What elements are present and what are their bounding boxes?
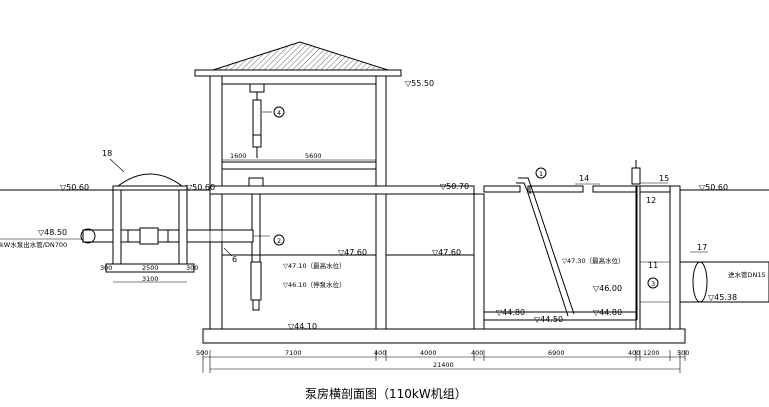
dim-upper-left: 1600 — [230, 152, 247, 160]
pump-column — [232, 177, 270, 311]
elev-inlet-mid: ▽46.00 — [593, 284, 622, 293]
pump-house-superstructure — [209, 75, 475, 195]
bottom-dimensions: 500 7100 400 4000 400 6900 400 1200 500 … — [196, 349, 689, 373]
dim-400a: 400 — [374, 349, 386, 357]
dim-4000: 4000 — [420, 349, 437, 357]
elev-roof-top: ▽55.50 — [405, 79, 434, 88]
callout-11: 11 — [648, 261, 658, 270]
dim-6900: 6900 — [548, 349, 565, 357]
pipe-labels: kW水泵出水管/DN700 进水管DN15 — [0, 238, 766, 279]
elev-wet-well-top: ▽47.60 — [338, 248, 367, 257]
callout-circle-4: 4 — [277, 109, 281, 117]
dim-7100: 7100 — [285, 349, 302, 357]
elev-slab: ▽50.70 — [440, 182, 469, 191]
elev-high-water: ▽47.10（最高水位） — [283, 261, 346, 270]
callout-18: 18 — [102, 149, 112, 158]
elev-bottom-a: ▽44.80 — [496, 308, 525, 317]
callout-6: 6 — [232, 255, 237, 264]
hoist-crane — [249, 83, 272, 158]
elev-ground-mid: ▽50.60 — [186, 183, 215, 192]
callouts: 18 6 14 15 12 17 11 1 2 3 4 — [102, 106, 708, 289]
inclined-screen — [516, 177, 575, 317]
dim-total: 21400 — [433, 361, 454, 369]
elev-floor-left: ▽44.10 — [288, 322, 317, 331]
dim-upper-right: 5600 — [305, 152, 322, 160]
dim-valve-3100: 3100 — [142, 275, 159, 283]
inlet-pipe — [640, 261, 769, 303]
elev-outlet-pipe: ▽48.50 — [38, 228, 67, 237]
elev-inlet-high: ▽47.30（最高水位） — [562, 256, 625, 265]
dim-valve-300a: 300 — [100, 264, 112, 272]
drawing-title: 泵房横剖面图（110kW机组） — [305, 386, 467, 401]
callout-17: 17 — [697, 243, 707, 252]
sluice-gate — [631, 160, 641, 320]
valve-chamber — [105, 173, 195, 273]
elev-bottom-b: ▽44.50 — [534, 315, 563, 324]
dim-400c: 400 — [628, 349, 640, 357]
dim-500a: 500 — [196, 349, 208, 357]
dim-500b: 500 — [677, 349, 689, 357]
elev-bottom-c: ▽44.80 — [593, 308, 622, 317]
wet-well-structure — [202, 185, 686, 344]
outlet-pipe — [80, 228, 254, 244]
dim-valve-300b: 300 — [186, 264, 198, 272]
callout-circle-1: 1 — [539, 170, 543, 178]
elev-stop-water: ▽46.10（停泵水位） — [283, 280, 346, 289]
elevation-markers: ▽55.50 ▽50.60 ▽50.60 ▽50.70 ▽50.60 ▽48.5… — [38, 79, 737, 331]
pump-house-roof — [194, 41, 402, 77]
upper-dimensions: 1600 5600 — [222, 152, 376, 161]
dim-1200: 1200 — [643, 349, 660, 357]
callout-12: 12 — [646, 196, 656, 205]
callout-15: 15 — [659, 174, 669, 183]
valve-chamber-dimensions: 300 2500 300 3100 — [100, 264, 198, 283]
elev-ground-left: ▽50.60 — [60, 183, 89, 192]
callout-circle-3: 3 — [651, 280, 655, 288]
dim-400b: 400 — [471, 349, 483, 357]
dim-valve-2500: 2500 — [142, 264, 159, 272]
elev-mid-chamber: ▽47.60 — [432, 248, 461, 257]
callout-circle-2: 2 — [277, 237, 281, 245]
inlet-pipe-label: 进水管DN15 — [728, 270, 766, 279]
callout-14: 14 — [579, 174, 589, 183]
outlet-pipe-label: kW水泵出水管/DN700 — [0, 240, 67, 249]
elev-inlet-low: ▽45.38 — [708, 293, 737, 302]
elev-ground-right: ▽50.60 — [699, 183, 728, 192]
